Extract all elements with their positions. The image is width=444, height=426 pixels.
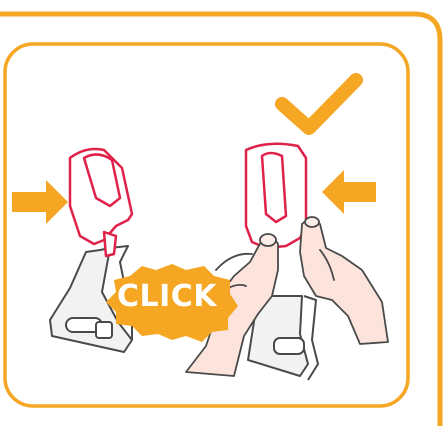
click-label: CLICK bbox=[117, 279, 217, 314]
right-clip bbox=[246, 144, 306, 248]
